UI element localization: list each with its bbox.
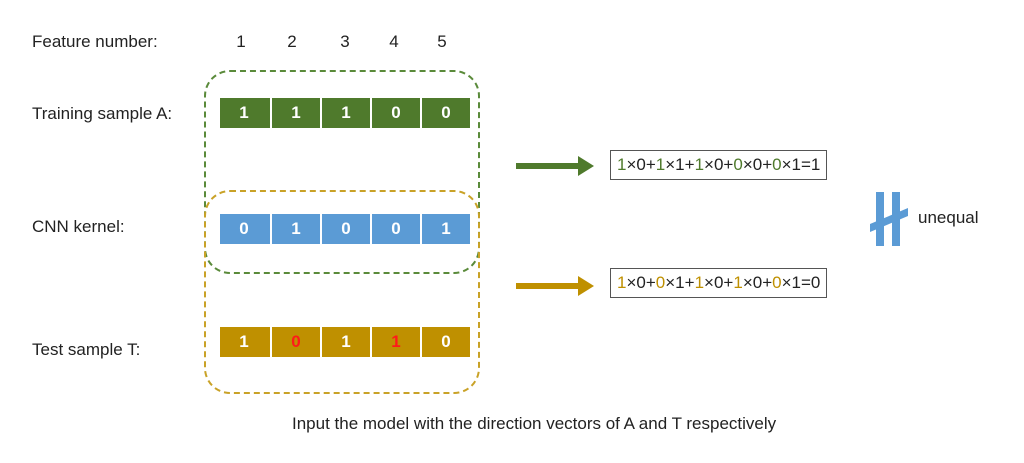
test-cell-4-highlighted: 1 (370, 327, 420, 357)
eq-a-op-3: ×0+ (704, 155, 734, 174)
training-cell-5: 0 (420, 98, 470, 128)
eq-t-op-1: ×0+ (626, 273, 656, 292)
eq-t-term-3: 1 (694, 273, 705, 292)
test-sample-label: Test sample T: (32, 340, 141, 359)
training-cell-1: 1 (239, 103, 249, 122)
training-cell-2: 1 (270, 98, 320, 128)
test-cell-1: 1 (239, 332, 249, 351)
eq-a-op-1: ×0+ (626, 155, 656, 174)
eq-a-term-1: 1 (617, 155, 627, 174)
eq-a-op-4: ×0+ (742, 155, 773, 174)
feature-number-1: 1 (236, 32, 246, 51)
training-cell-3: 1 (320, 98, 370, 128)
test-cell-2-highlighted: 0 (270, 327, 320, 357)
unequal-label: unequal (918, 208, 979, 227)
test-dot-product-equation: 1×0+0×1+1×0+1×0+0×1=0 (610, 268, 828, 298)
not-equal-icon (870, 192, 908, 246)
feature-number-label: Feature number: (32, 32, 158, 51)
eq-t-term-5: 0 (772, 273, 782, 292)
test-sample-vector: 1 0 1 1 0 (220, 327, 470, 357)
gold-right-arrow-icon (516, 276, 594, 296)
kernel-cell-4: 0 (370, 214, 420, 244)
kernel-cell-5: 1 (420, 214, 470, 244)
eq-a-op-5: ×1=1 (781, 155, 821, 174)
eq-t-term-2: 0 (655, 273, 666, 292)
eq-a-term-2: 1 (655, 155, 666, 174)
eq-t-term-1: 1 (617, 273, 627, 292)
eq-a-term-4: 0 (733, 155, 743, 174)
kernel-cell-3: 0 (320, 214, 370, 244)
feature-number-2: 2 (287, 32, 297, 51)
cnn-kernel-label: CNN kernel: (32, 217, 125, 236)
kernel-test-group-outline (204, 190, 480, 394)
eq-a-term-3: 1 (694, 155, 705, 174)
training-sample-vector: 1 1 1 0 0 (220, 98, 470, 128)
eq-a-term-5: 0 (772, 155, 782, 174)
eq-t-op-5: ×1=0 (781, 273, 821, 292)
training-kernel-group-outline (204, 70, 480, 274)
kernel-cell-2: 1 (270, 214, 320, 244)
green-right-arrow-icon (516, 156, 594, 176)
feature-number-3: 3 (340, 32, 350, 51)
test-cell-5: 0 (420, 327, 470, 357)
eq-t-term-4: 1 (733, 273, 743, 292)
caption: Input the model with the direction vecto… (292, 414, 777, 433)
kernel-cell-1: 0 (239, 219, 249, 238)
training-sample-label: Training sample A: (32, 104, 173, 123)
eq-a-op-2: ×1+ (665, 155, 695, 174)
feature-number-4: 4 (389, 32, 399, 51)
feature-number-5: 5 (437, 32, 447, 51)
eq-t-op-3: ×0+ (704, 273, 734, 292)
cnn-kernel-vector: 0 1 0 0 1 (220, 214, 470, 244)
eq-t-op-4: ×0+ (742, 273, 773, 292)
training-cell-4: 0 (370, 98, 420, 128)
eq-t-op-2: ×1+ (665, 273, 695, 292)
test-cell-3: 1 (320, 327, 370, 357)
training-dot-product-equation: 1×0+1×1+1×0+0×0+0×1=1 (610, 150, 828, 180)
